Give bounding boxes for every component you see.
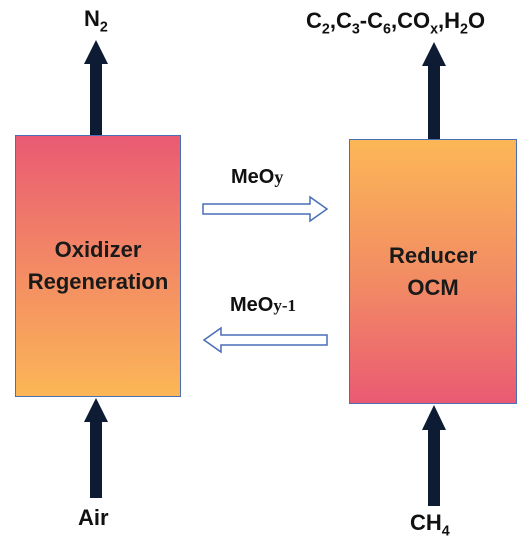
- oxidizer-regeneration-reactor: Oxidizer Regeneration: [15, 135, 181, 397]
- air-label: Air: [78, 505, 109, 530]
- products-label: C2,C3-C6,COx,H2O: [306, 8, 486, 38]
- n2-outlet-arrow: [84, 40, 108, 136]
- reducer-label: Reducer: [388, 242, 478, 268]
- air-inlet-arrow: [84, 398, 108, 498]
- meoy-transfer-arrow: [202, 195, 329, 223]
- meoy-label: MeOy: [231, 166, 284, 188]
- meoy-return-arrow: [202, 326, 328, 354]
- reducer-ocm-reactor: Reducer OCM: [349, 139, 517, 404]
- oxidizer-label: Oxidizer: [54, 237, 142, 262]
- products-outlet-arrow: [422, 42, 446, 140]
- regeneration-label: Regeneration: [27, 269, 169, 294]
- ch4-inlet-arrow: [422, 405, 446, 506]
- ocm-label: OCM: [407, 274, 459, 300]
- n2-label: N2: [84, 6, 108, 36]
- meoy-1-label: MeOy-1: [230, 294, 297, 316]
- ch4-label: CH4: [410, 510, 450, 540]
